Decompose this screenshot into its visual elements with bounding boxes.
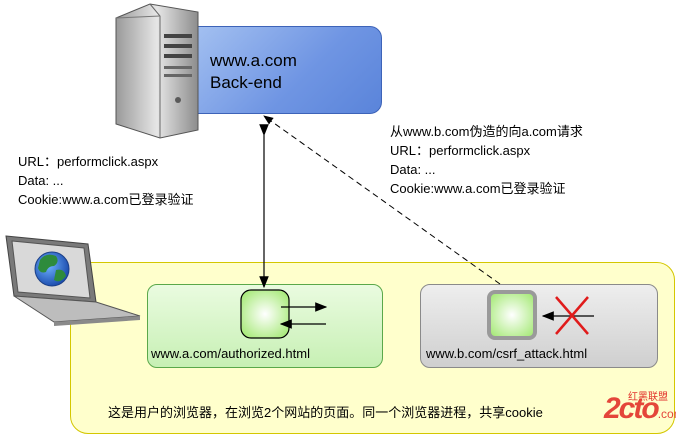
server-role: Back-end [210, 73, 282, 92]
forged-request-connector [263, 115, 501, 285]
forged-request-cookie: Cookie:www.a.com已登录验证 [390, 181, 566, 196]
forged-request-url: URL：performclick.aspx [390, 143, 531, 158]
forged-request-info: 从www.b.com伪造的向a.com请求 URL：performclick.a… [390, 122, 583, 198]
server-icon [115, 3, 199, 139]
forged-request-data: Data: ... [390, 162, 436, 177]
server-title: www.a.com Back-end [210, 50, 297, 94]
browser-caption: 这是用户的浏览器，在浏览2个网站的页面。同一个浏览器进程，共享cookie [108, 405, 543, 420]
legit-request-url: URL：performclick.aspx [18, 154, 159, 169]
legit-request-data: Data: ... [18, 173, 64, 188]
watermark-logo: 2cto.com [604, 392, 676, 426]
page-b-label: www.b.com/csrf_attack.html [426, 346, 588, 361]
server-host: www.a.com [210, 51, 297, 70]
watermark-logo-text: 2cto [604, 392, 660, 425]
legit-request-info: URL：performclick.aspx Data: ... Cookie:w… [18, 152, 194, 209]
cross-icon [555, 296, 589, 335]
page-b-panel [420, 284, 658, 368]
legit-request-cookie: Cookie:www.a.com已登录验证 [18, 192, 194, 207]
forged-request-title: 从www.b.com伪造的向a.com请求 [390, 124, 583, 139]
page-a-label: www.a.com/authorized.html [151, 346, 310, 361]
laptop-icon [5, 235, 141, 326]
watermark-top-text: 红黑联盟 [628, 392, 668, 403]
server-panel [180, 26, 382, 114]
page-b-frame [487, 290, 537, 340]
globe-icon [34, 251, 70, 287]
page-a-frame [240, 289, 290, 339]
watermark-suffix: .com [657, 407, 676, 421]
